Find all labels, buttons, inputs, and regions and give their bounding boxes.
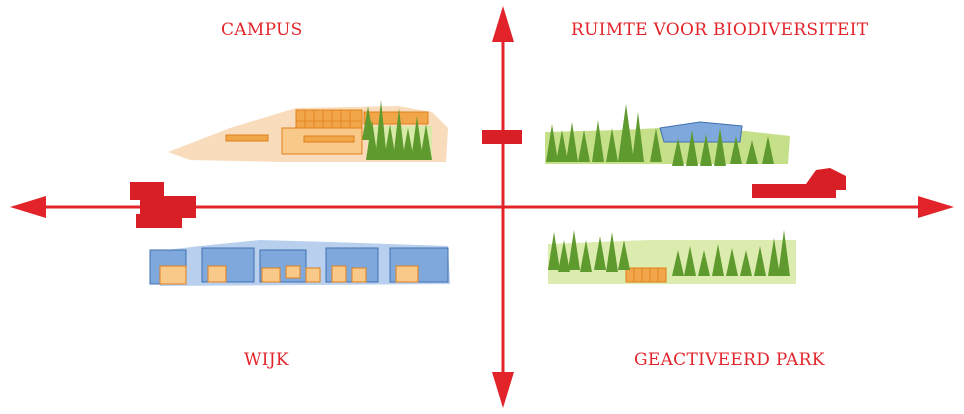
campus-building [363,111,429,125]
quadrant-label-campus: CAMPUS [221,20,303,40]
campus-illustration [168,100,448,162]
red-block-right [806,168,846,190]
park-pavilion-grid [633,268,659,282]
red-block-left [140,196,196,218]
neighbourhood-houses [149,247,449,285]
campus-trees [362,100,432,160]
arrow-right-icon [918,196,954,218]
arrow-down-icon [492,372,514,408]
vertical-axis [492,6,514,408]
red-accents [130,130,846,228]
arrow-up-icon [492,6,514,42]
red-block-center [482,130,522,144]
quadrant-label-activated-park: GEACTIVEERD PARK [634,350,825,370]
campus-building [225,134,269,142]
activated-park-illustration [548,230,796,284]
neighbourhood-illustration [149,240,450,286]
biodiversity-illustration [545,104,790,166]
park-trees [548,230,790,276]
red-block-left [136,214,182,228]
biodiversity-building [659,121,743,143]
arrow-left-icon [10,196,46,218]
quadrant-label-biodiversity: RUIMTE VOOR BIODIVERSITEIT [571,20,869,40]
park-pavilion [625,267,667,283]
quadrant-label-neighbourhood: WIJK [244,350,289,370]
biodiversity-trees [546,104,774,166]
red-block-left [130,182,164,200]
campus-building [303,135,355,143]
